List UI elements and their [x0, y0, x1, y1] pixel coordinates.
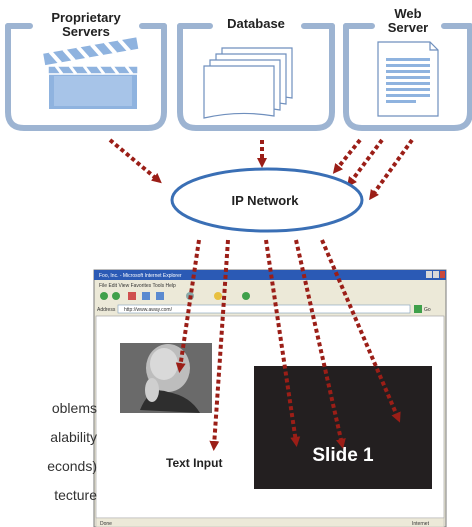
back-icon[interactable] — [100, 292, 108, 300]
side-text-line: tecture — [54, 487, 97, 503]
browser-toolbar — [100, 292, 250, 300]
text-input-label: Text Input — [166, 456, 222, 470]
forward-icon[interactable] — [112, 292, 120, 300]
ip-network-node: IP Network — [170, 167, 364, 233]
go-icon[interactable] — [414, 305, 422, 313]
proprietary-servers-box: Proprietary Servers — [5, 10, 167, 131]
browser-menu-bar[interactable]: File Edit View Favorites Tools Help — [99, 283, 176, 289]
source-label-line: Server — [388, 20, 428, 35]
arrow-to-video — [175, 239, 201, 373]
document-stack-icon — [203, 47, 293, 119]
arrow-web-to-network — [332, 138, 362, 174]
media-icon[interactable] — [242, 292, 250, 300]
web-server-box: Web Server — [343, 6, 472, 131]
arrow-to-slide — [264, 239, 301, 447]
arrow-proprietary-to-network — [108, 138, 162, 184]
status-bar — [95, 517, 445, 527]
refresh-icon[interactable] — [142, 292, 150, 300]
side-text-line: econds) — [47, 458, 97, 474]
clapperboard-icon — [41, 35, 141, 111]
arrow-to-slide — [320, 239, 401, 423]
stop-icon[interactable] — [128, 292, 136, 300]
network-label: IP Network — [232, 193, 300, 208]
side-text-line: alability — [50, 429, 97, 445]
maximize-icon[interactable] — [433, 271, 439, 278]
go-button[interactable]: Go — [424, 307, 431, 313]
source-label-line: Database — [227, 16, 285, 31]
delivery-arrows — [175, 239, 401, 451]
slide-label: Slide 1 — [312, 445, 374, 466]
browser-window: Foo, Inc. - Microsoft Internet Explorer … — [93, 269, 447, 527]
minimize-icon[interactable] — [426, 271, 432, 278]
web-page-icon — [377, 41, 439, 117]
source-label-line: Servers — [62, 24, 110, 39]
address-label: Address — [97, 307, 116, 313]
source-label-line: Proprietary — [51, 10, 121, 25]
home-icon[interactable] — [156, 292, 164, 300]
video-thumbnail — [120, 343, 212, 413]
close-icon[interactable] — [440, 271, 445, 278]
status-left: Done — [100, 521, 112, 527]
arrow-web-to-network — [369, 138, 414, 201]
address-value: http://www.away.com/ — [124, 307, 173, 313]
address-input[interactable] — [117, 304, 411, 314]
source-label-line: Web — [394, 6, 421, 21]
arrow-web-to-network — [347, 138, 384, 188]
database-box: Database — [177, 16, 335, 131]
source-arrows — [108, 138, 414, 201]
status-right: Internet — [412, 521, 430, 527]
browser-title: Foo, Inc. - Microsoft Internet Explorer — [99, 273, 182, 279]
favorites-icon[interactable] — [214, 292, 222, 300]
slide-panel: Slide 1 — [254, 366, 432, 489]
side-text-line: oblems — [51, 400, 97, 416]
